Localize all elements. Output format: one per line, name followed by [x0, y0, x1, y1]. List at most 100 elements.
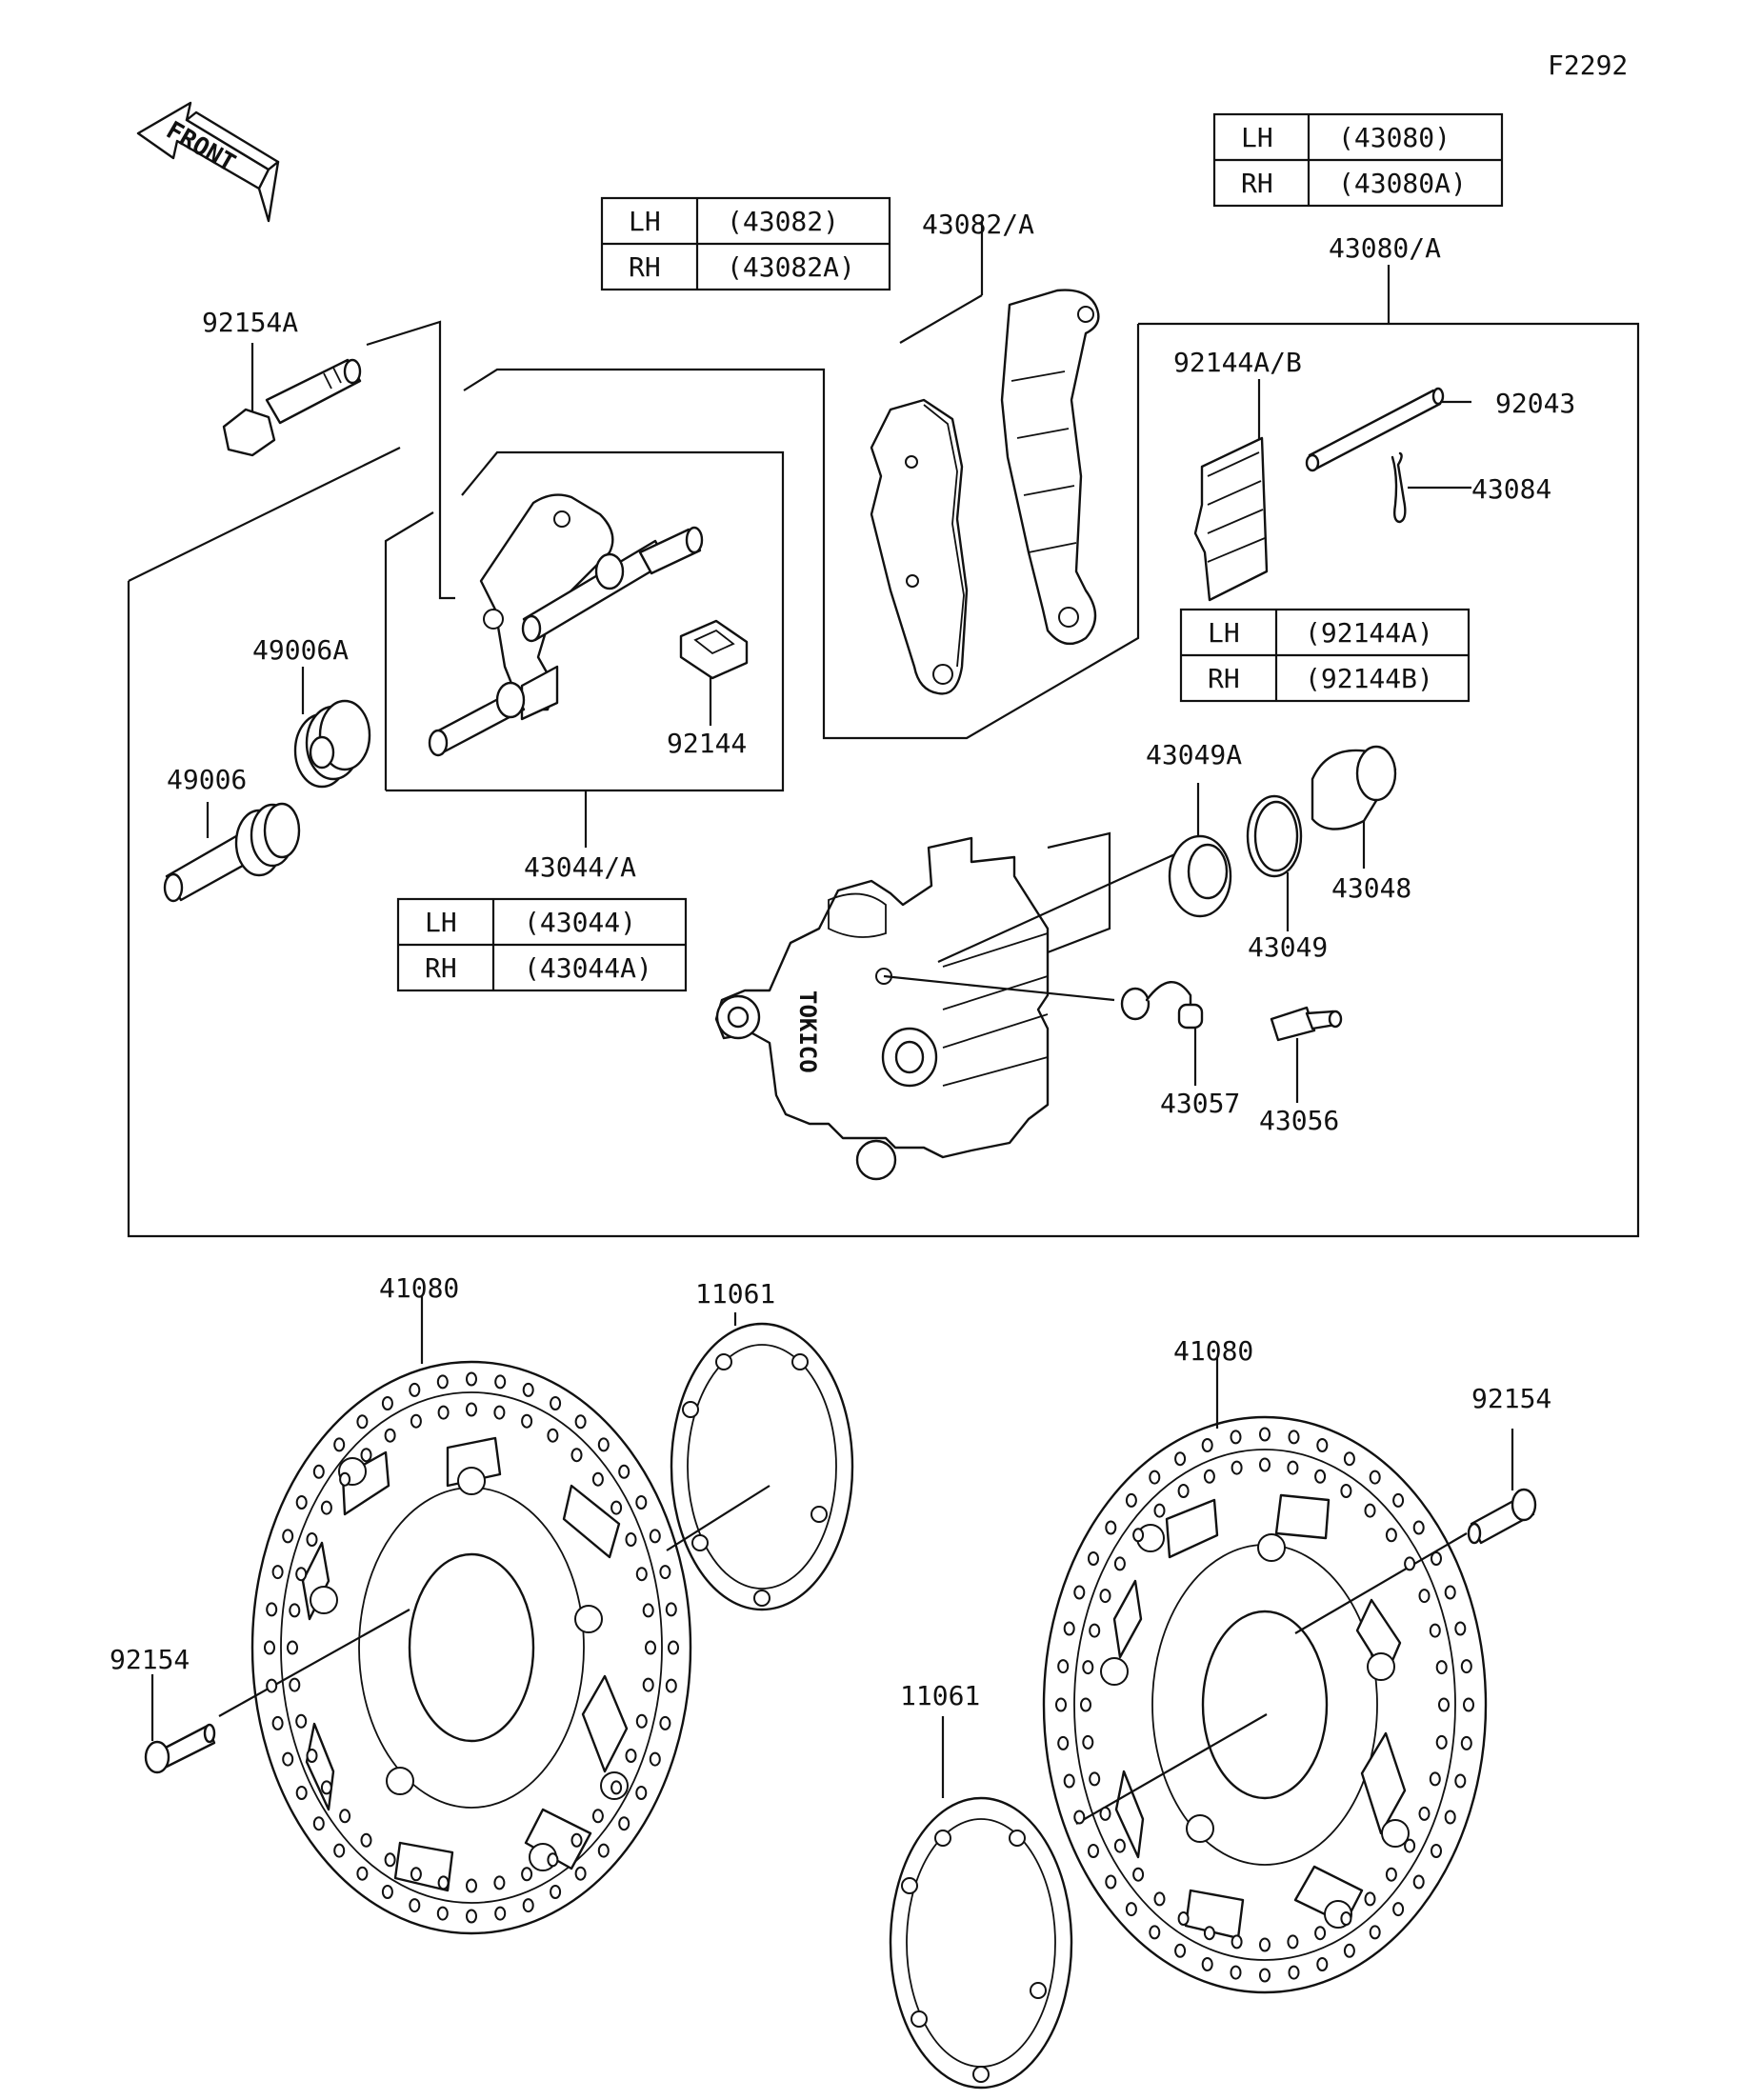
callout-43049: 43049 — [1248, 931, 1328, 963]
disc-hole — [1438, 1697, 1450, 1712]
disc-hole — [306, 1532, 318, 1547]
caliper-brand-label: TOKICO — [794, 990, 821, 1073]
disc-hole — [547, 1428, 559, 1443]
disc-hole — [295, 1567, 308, 1582]
disc-hole — [494, 1374, 507, 1390]
disc-hole — [295, 1713, 308, 1729]
disc-hole — [1418, 1806, 1431, 1821]
disc-hole — [494, 1906, 507, 1921]
disc-hole — [570, 1832, 583, 1848]
disc-hole — [1080, 1697, 1091, 1712]
disc-hole — [339, 1809, 351, 1824]
disc-hole — [295, 1495, 308, 1510]
gasket-11061-top-part — [670, 1322, 854, 1611]
disc-hole — [295, 1786, 308, 1800]
spring-plate-92144ab-part — [1193, 436, 1269, 602]
brake-disc-41080-left-part — [250, 1360, 692, 1935]
bolt-92154a-part — [222, 358, 362, 457]
disc-hole — [1230, 1965, 1242, 1980]
disc-hole — [264, 1640, 275, 1655]
disc-hole — [1429, 1771, 1441, 1787]
disc-hole — [1113, 1556, 1126, 1571]
callout-92144: 92144 — [667, 728, 747, 759]
table-cell-side: LH — [629, 206, 661, 237]
disc-hole — [1460, 1659, 1472, 1674]
disc-hole — [522, 1382, 534, 1397]
pin-49006-part — [163, 802, 301, 903]
callout-43048: 43048 — [1331, 872, 1411, 904]
bolt-92154-right-part — [1467, 1488, 1537, 1545]
brake-disc-41080-right-part — [1042, 1415, 1488, 1994]
disc-hole — [1149, 1925, 1161, 1940]
disc-hole — [493, 1405, 506, 1420]
disc-hole — [642, 1603, 654, 1618]
disc-hole — [665, 1602, 677, 1617]
disc-hole — [591, 1471, 604, 1487]
disc-hole — [409, 1898, 421, 1913]
disc-hole — [339, 1471, 351, 1487]
disc-hole — [436, 1374, 449, 1390]
disc-hole — [1153, 1503, 1166, 1518]
disc-hole — [649, 1529, 661, 1544]
disc-hole — [1314, 1926, 1327, 1941]
callout-92154-right: 92154 — [1471, 1383, 1551, 1414]
disc-hole — [591, 1809, 604, 1824]
disc-hole — [1429, 1623, 1441, 1638]
disc-hole — [1149, 1470, 1161, 1485]
disc-hole — [1369, 1925, 1381, 1940]
disc-hole — [574, 1414, 587, 1430]
piston-seal-43049-part — [1246, 794, 1303, 878]
disc-hole — [1125, 1492, 1137, 1508]
disc-hole — [360, 1448, 372, 1463]
disc-hole — [659, 1565, 671, 1580]
disc-hole — [1063, 1621, 1075, 1636]
diagram-code: F2292 — [1548, 50, 1628, 81]
disc-hole — [306, 1749, 318, 1763]
disc-hole — [1364, 1503, 1376, 1518]
disc-hole — [1105, 1520, 1117, 1535]
disc-hole — [282, 1529, 294, 1544]
disc-hole — [282, 1751, 294, 1767]
table-cell-side: RH — [425, 952, 457, 984]
disc-hole — [1231, 1934, 1243, 1950]
disc-hole — [1132, 1867, 1145, 1882]
disc-hole — [1125, 1902, 1137, 1917]
table-cell-side: LH — [1241, 122, 1273, 153]
pin-92043-part — [1305, 387, 1445, 472]
disc-hole — [1288, 1965, 1300, 1980]
disc-hole — [1063, 1773, 1075, 1789]
disc-hole — [1404, 1838, 1416, 1853]
disc-hole — [1089, 1623, 1101, 1638]
table-43082: LH (43082) RH (43082A) — [600, 196, 891, 291]
disc-hole — [1418, 1589, 1431, 1604]
callout-92043: 92043 — [1495, 388, 1575, 419]
table-cell-side: LH — [425, 907, 457, 938]
disc-hole — [1105, 1874, 1117, 1890]
disc-hole — [1343, 1451, 1355, 1467]
disc-hole — [356, 1414, 369, 1430]
disc-hole — [271, 1565, 284, 1580]
disc-hole — [1392, 1492, 1405, 1508]
disc-hole — [312, 1816, 325, 1831]
disc-hole — [1201, 1438, 1213, 1452]
callout-43044a: 43044/A — [524, 851, 636, 883]
disc-hole — [550, 1396, 562, 1410]
disc-hole — [1385, 1867, 1397, 1882]
callout-92154-left: 92154 — [110, 1644, 190, 1675]
disc-hole — [437, 1875, 450, 1890]
disc-hole — [1203, 1926, 1215, 1941]
disc-hole — [1089, 1771, 1101, 1787]
disc-hole — [1174, 1943, 1187, 1958]
disc-hole — [1201, 1957, 1213, 1971]
disc-hole — [1444, 1585, 1456, 1600]
disc-hole — [381, 1396, 393, 1410]
table-cell-part: (43044A) — [524, 952, 652, 984]
disc-hole — [1113, 1838, 1126, 1853]
callout-92154a: 92154A — [202, 307, 298, 338]
callout-43057: 43057 — [1160, 1088, 1240, 1119]
table-cell-side: RH — [1208, 663, 1240, 694]
disc-hole — [333, 1437, 346, 1452]
disc-hole — [493, 1875, 506, 1890]
disc-hole — [642, 1677, 654, 1692]
table-43080: LH (43080) RH (43080A) — [1212, 112, 1504, 208]
